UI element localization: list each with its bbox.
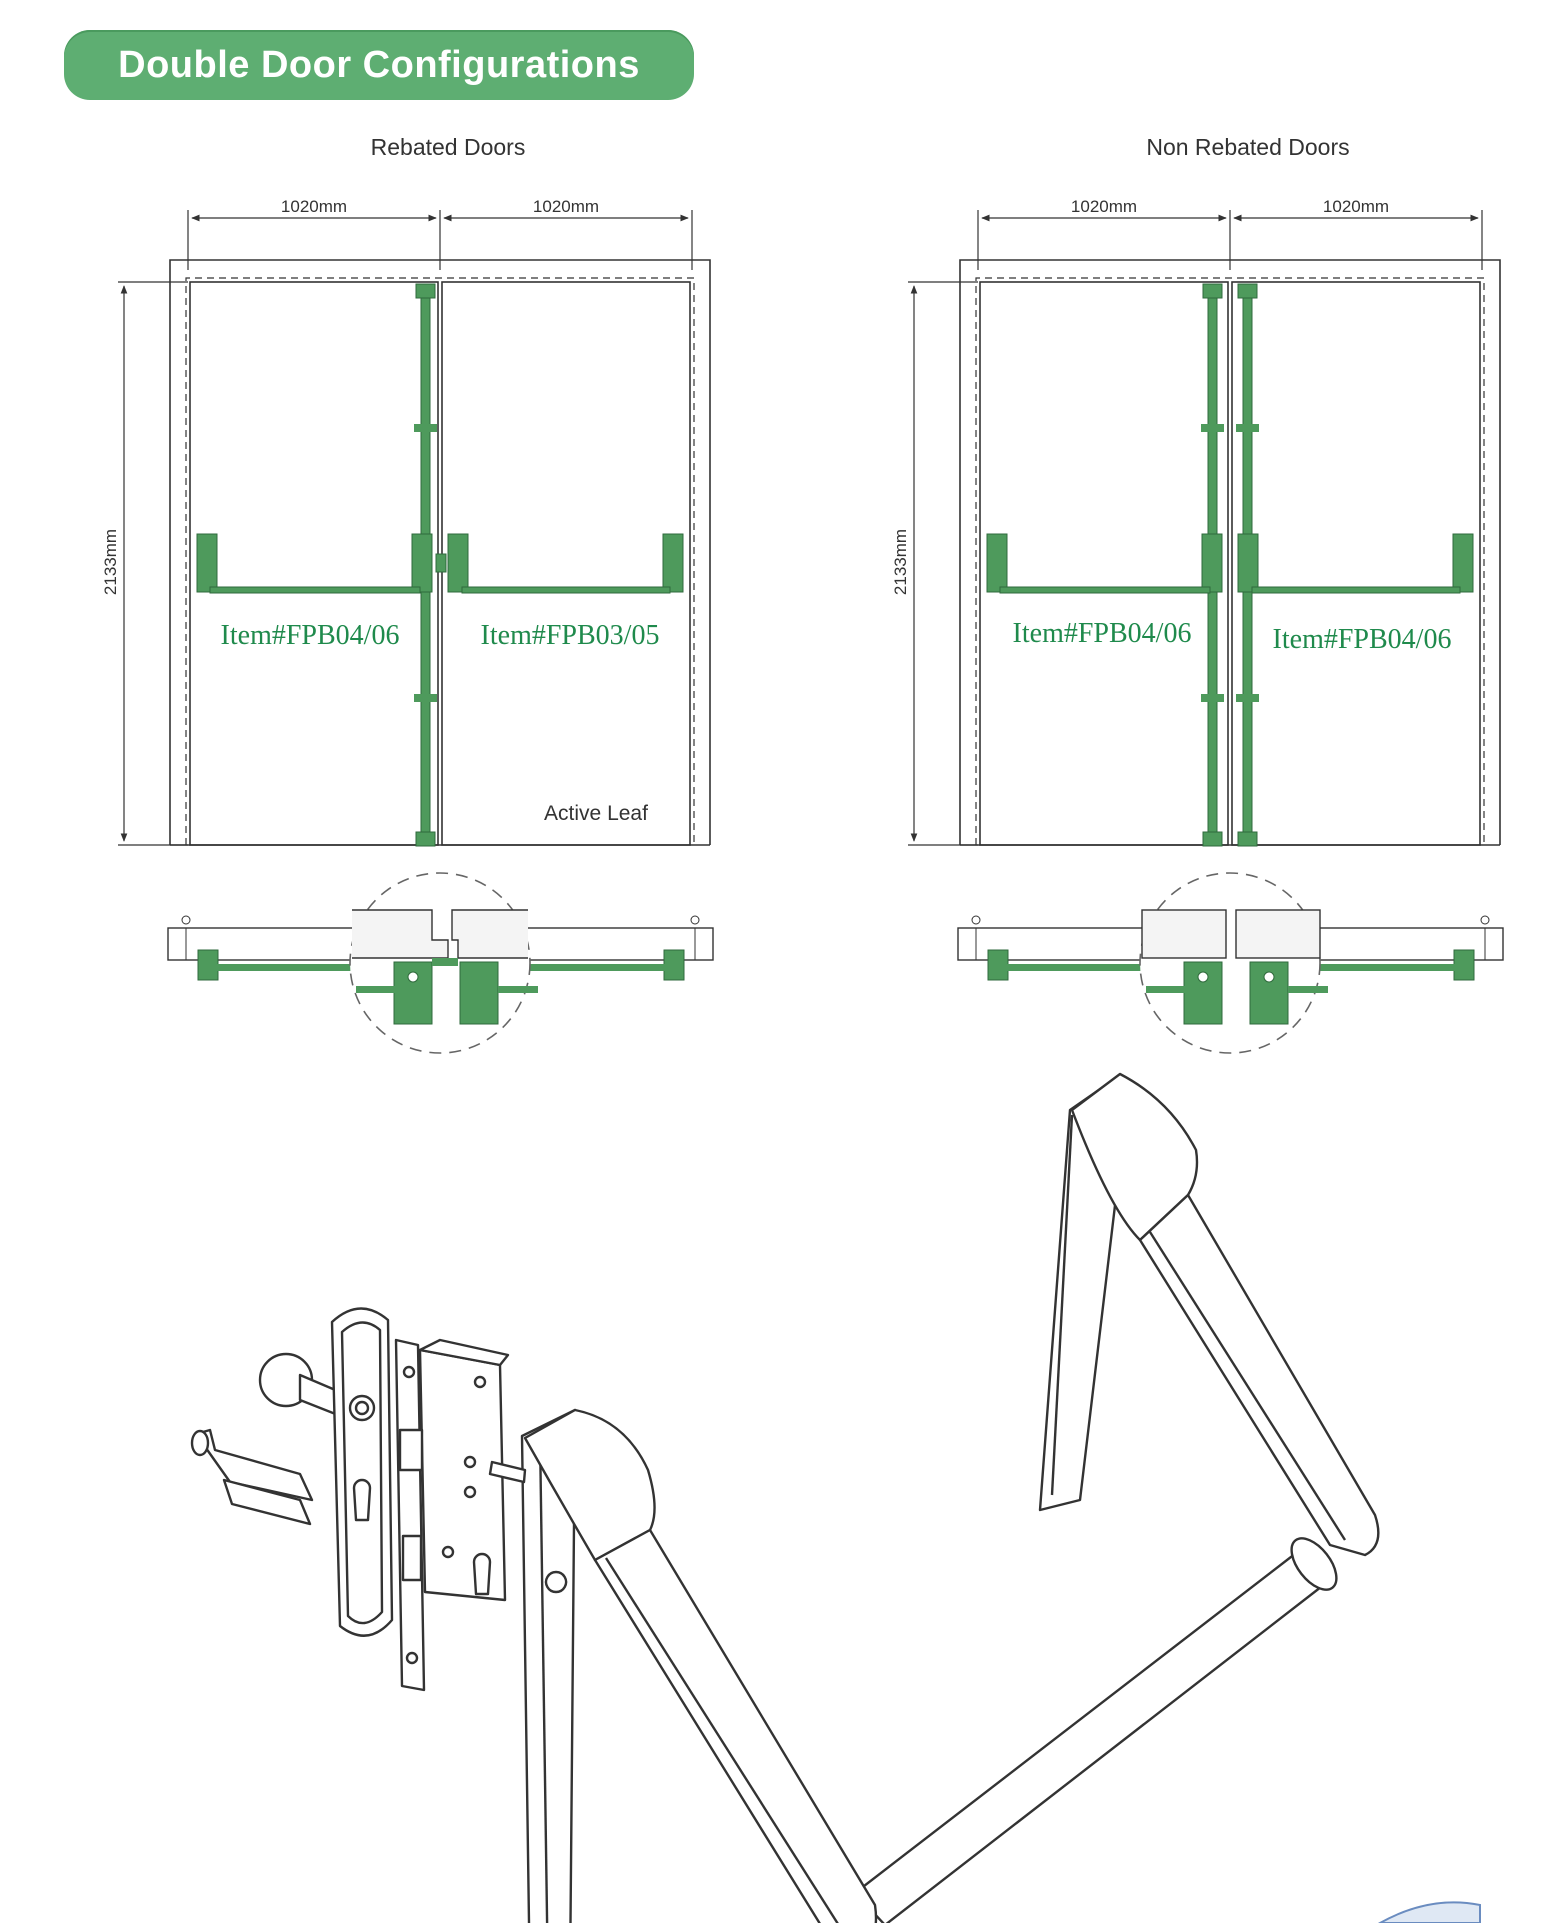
mortise-lock-set-illustration	[190, 1307, 527, 1692]
non-rebated-right-item-label: Item#FPB04/06	[1273, 624, 1452, 655]
rebated-left-item-label: Item#FPB04/06	[221, 620, 400, 651]
active-leaf-label: Active Leaf	[544, 802, 648, 825]
non-rebated-title: Non Rebated Doors	[1146, 134, 1349, 160]
rebated-width-left-label: 1020mm	[281, 197, 347, 216]
corner-decoration	[1377, 1901, 1481, 1923]
non-rebated-left-item-label: Item#FPB04/06	[1013, 618, 1192, 649]
rebated-title: Rebated Doors	[371, 134, 526, 160]
non-rebated-doors-elevation: Non Rebated Doors 1020mm 1020mm 2133mm	[891, 134, 1501, 847]
non-rebated-left-leaf	[979, 281, 1229, 846]
rebated-right-leaf	[441, 281, 691, 846]
rebated-left-leaf	[189, 281, 439, 846]
rebated-height-label: 2133mm	[101, 529, 120, 595]
rebated-left-panic-bar	[196, 533, 433, 594]
non-rebated-right-panic-bar	[1237, 533, 1474, 594]
non-rebated-left-panic-bar	[986, 533, 1223, 594]
rebated-right-item-label: Item#FPB03/05	[481, 620, 660, 651]
non-rebated-height-label: 2133mm	[891, 529, 910, 595]
section-title: Double Door Configurations	[118, 43, 640, 86]
panic-bar-product-illustration	[520, 1072, 1380, 1923]
non-rebated-right-leaf	[1231, 281, 1481, 846]
non-rebated-plan-view	[957, 872, 1504, 1054]
section-header: Double Door Configurations	[64, 30, 694, 100]
rebated-right-panic-bar	[435, 533, 684, 594]
rebated-width-right-label: 1020mm	[533, 197, 599, 216]
rebated-doors-elevation: Rebated Doors 1020mm 1020mm 2133mm	[101, 134, 711, 847]
non-rebated-width-left-label: 1020mm	[1071, 197, 1137, 216]
rebated-plan-view	[167, 872, 714, 1054]
non-rebated-width-right-label: 1020mm	[1323, 197, 1389, 216]
